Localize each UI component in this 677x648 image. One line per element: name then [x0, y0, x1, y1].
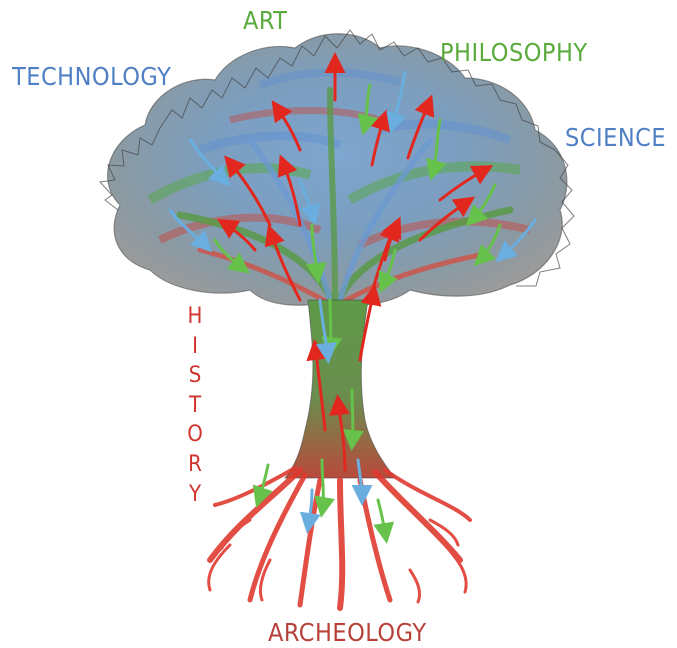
history-letter: T	[183, 391, 207, 421]
history-letter: Y	[183, 480, 207, 510]
history-letter: R	[183, 450, 207, 480]
green-arrow	[330, 300, 331, 352]
green-arrow	[322, 460, 323, 512]
tree-trunk	[285, 300, 395, 478]
green-arrow	[378, 500, 386, 538]
technology-label: TECHNOLOGY	[12, 64, 171, 89]
history-letter: O	[183, 420, 207, 450]
history-label: H I S T O R Y	[183, 302, 207, 509]
science-label: SCIENCE	[565, 125, 666, 150]
tree-roots	[209, 468, 470, 608]
archeology-label: ARCHEOLOGY	[268, 620, 427, 645]
history-letter: I	[183, 332, 207, 362]
history-letter: H	[183, 302, 207, 332]
history-letter: S	[183, 361, 207, 391]
art-label: ART	[243, 8, 287, 33]
green-arrow	[352, 390, 353, 445]
philosophy-label: PHILOSOPHY	[440, 40, 588, 65]
